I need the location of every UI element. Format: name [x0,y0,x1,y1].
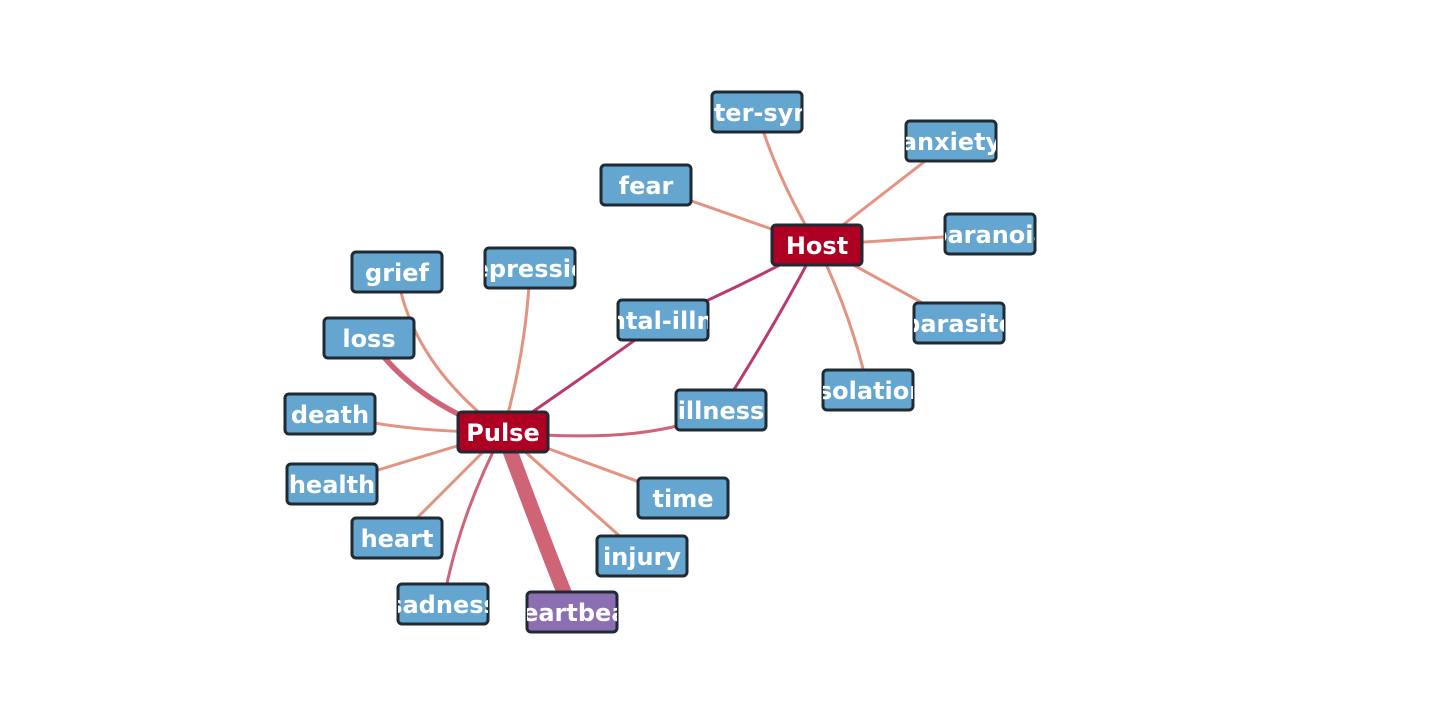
node-box-pulse [456,410,550,454]
node-illness[interactable]: illness [674,388,768,432]
node-box-alter-sync [710,90,804,134]
node-label-alter-sync: alter-sync [689,99,824,127]
node-label-anxiety: anxiety [901,128,1002,156]
node-layer: Pulse Host grief depression loss death health h… [283,90,1049,634]
node-heart[interactable]: heart [350,516,444,560]
node-box-paranoia [943,212,1037,256]
node-box-fear [599,163,693,207]
edge-pulse-depression [501,266,532,434]
node-box-health [285,462,379,506]
node-box-mental-illness [616,298,710,342]
node-box-heartbeat [525,590,619,634]
node-heartbeat[interactable]: heartbeat [505,590,639,634]
node-box-grief [350,250,444,294]
node-loss[interactable]: loss [322,316,416,360]
node-box-anxiety [904,119,998,163]
node-label-sadness: sadness [388,591,498,619]
node-box-isolation [821,368,915,412]
node-label-isolation: isolation [810,377,927,405]
node-label-parasite: parasite [903,310,1015,338]
node-death[interactable]: death [283,392,377,436]
node-pulse[interactable]: Pulse [456,410,550,454]
node-sadness[interactable]: sadness [388,582,498,626]
node-label-paranoia: paranoia [930,221,1049,249]
edge-host-isolation [815,243,870,392]
node-box-loss [322,316,416,360]
node-label-heartbeat: heartbeat [505,599,639,627]
node-box-injury [595,534,689,578]
node-label-health: health [289,471,375,499]
edge-pulse-heartbeat [495,424,580,620]
node-anxiety[interactable]: anxiety [901,119,1002,163]
node-box-death [283,392,377,436]
node-box-illness [674,388,768,432]
node-label-depression: depression [455,255,604,283]
node-box-host [770,223,864,267]
node-box-parasite [912,301,1006,345]
node-host[interactable]: Host [770,223,864,267]
node-box-time [636,476,730,520]
node-fear[interactable]: fear [599,163,693,207]
edge-pulse-sadness [441,430,505,606]
node-label-loss: loss [342,325,395,353]
node-alter-sync[interactable]: alter-sync [689,90,824,134]
node-label-grief: grief [365,259,430,287]
node-label-fear: fear [619,172,674,200]
node-label-injury: injury [603,543,681,571]
node-label-mental-illness: mental-illness [568,307,759,335]
node-parasite[interactable]: parasite [903,301,1015,345]
node-box-depression [483,246,577,290]
node-box-sadness [396,582,490,626]
node-label-illness: illness [678,397,765,425]
node-time[interactable]: time [636,476,730,520]
node-health[interactable]: health [285,462,379,506]
node-label-time: time [653,485,714,513]
node-injury[interactable]: injury [595,534,689,578]
node-mental-illness[interactable]: mental-illness [568,298,759,342]
node-label-death: death [291,401,369,429]
node-paranoia[interactable]: paranoia [930,212,1049,256]
node-label-host: Host [786,232,848,260]
node-label-heart: heart [361,525,434,553]
node-box-heart [350,516,444,560]
node-isolation[interactable]: isolation [810,368,927,412]
node-label-pulse: Pulse [466,419,539,447]
node-depression[interactable]: depression [455,246,604,290]
node-grief[interactable]: grief [350,250,444,294]
